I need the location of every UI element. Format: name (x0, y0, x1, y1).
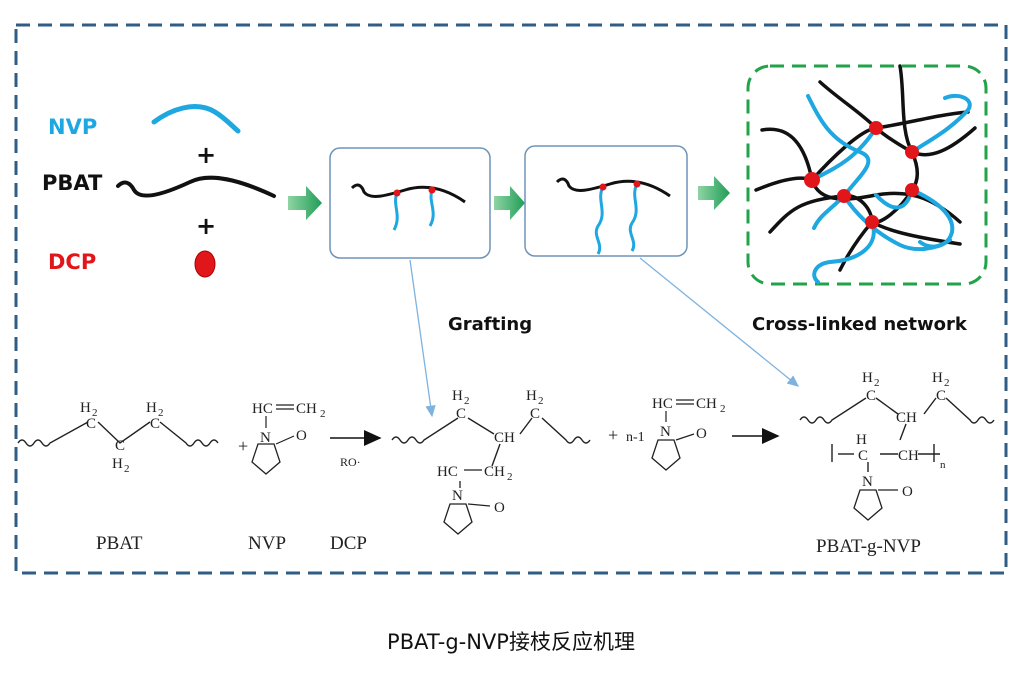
ro-radical-label: RO· (340, 455, 361, 469)
plus-sign-bottom: + (196, 212, 216, 240)
svg-text:H: H (856, 432, 867, 448)
svg-text:H: H (112, 456, 123, 472)
svg-text:CH: CH (484, 464, 505, 480)
intermediate-ring (443, 469, 491, 535)
svg-text:CH: CH (896, 410, 917, 426)
pointer-line-grafting (409, 259, 436, 418)
svg-text:CH: CH (898, 448, 919, 464)
figure-caption: PBAT-g-NVP接枝反应机理 (387, 630, 635, 654)
name-pbat: PBAT (96, 533, 143, 554)
svg-text:H: H (146, 400, 157, 416)
svg-text:n: n (940, 459, 946, 471)
svg-text:O: O (902, 484, 913, 500)
svg-text:CH: CH (296, 401, 317, 417)
grafted-intermediate (391, 417, 591, 467)
svg-text:O: O (696, 426, 707, 442)
svg-text:O: O (494, 500, 505, 516)
scheme-plus-1: + (238, 436, 248, 456)
svg-text:HC: HC (437, 464, 458, 480)
svg-text:N: N (862, 474, 873, 490)
svg-text:CH: CH (696, 396, 717, 412)
name-product: PBAT-g-NVP (816, 536, 921, 557)
green-arrow-3 (698, 176, 730, 210)
svg-text:2: 2 (874, 377, 880, 389)
svg-text:H: H (452, 388, 463, 404)
svg-text:2: 2 (320, 408, 326, 420)
crosslink-points (804, 121, 919, 229)
svg-text:2: 2 (538, 395, 544, 407)
svg-text:2: 2 (124, 463, 130, 475)
svg-text:CH: CH (494, 430, 515, 446)
svg-text:C: C (936, 388, 946, 404)
svg-text:2: 2 (158, 407, 164, 419)
svg-text:2: 2 (720, 403, 726, 415)
name-dcp: DCP (330, 533, 367, 554)
green-arrow-2 (494, 186, 525, 220)
dcp-dot-icon (194, 250, 216, 278)
network-label: Cross-linked network (752, 314, 968, 335)
svg-text:C: C (530, 406, 540, 422)
product-structure (799, 397, 995, 472)
svg-text:H: H (862, 370, 873, 386)
svg-text:H: H (932, 370, 943, 386)
svg-text:C: C (456, 406, 466, 422)
svg-text:H: H (80, 400, 91, 416)
svg-text:C: C (115, 438, 125, 454)
scheme-plus-2: + (608, 425, 618, 445)
name-nvp: NVP (248, 533, 286, 554)
pbat-chain-icon (116, 175, 276, 198)
pbat-structure (17, 421, 219, 447)
plus-sign-top: + (196, 141, 216, 169)
outer-dashed-frame (14, 23, 1008, 575)
svg-text:N: N (452, 488, 463, 504)
network-chains (754, 64, 977, 284)
svg-text:C: C (858, 448, 868, 464)
nvp-structure-2: HC CH 2 N O (651, 396, 726, 471)
n-minus-1-label: n-1 (626, 430, 645, 445)
svg-text:C: C (866, 388, 876, 404)
dcp-label: DCP (48, 250, 96, 274)
nvp-label: NVP (48, 115, 97, 139)
svg-text:C: C (86, 416, 96, 432)
svg-text:HC: HC (652, 396, 673, 412)
grafting-box-initial (329, 147, 491, 259)
nvp-chain-icon (151, 104, 241, 134)
svg-text:HC: HC (252, 401, 273, 417)
svg-text:N: N (260, 430, 271, 446)
svg-text:2: 2 (944, 377, 950, 389)
nvp-structure: HC CH 2 N O (251, 401, 326, 475)
crosslinked-network-box (746, 64, 988, 286)
grafting-box-grown (524, 145, 688, 257)
svg-text:O: O (296, 428, 307, 444)
product-ring (853, 489, 898, 521)
svg-text:2: 2 (507, 471, 513, 483)
svg-text:2: 2 (464, 395, 470, 407)
grafting-label: Grafting (448, 314, 532, 335)
svg-text:H: H (526, 388, 537, 404)
svg-text:2: 2 (92, 407, 98, 419)
pbat-label: PBAT (42, 171, 103, 195)
pointer-line-network (639, 257, 800, 387)
svg-text:C: C (150, 416, 160, 432)
green-arrow-1 (288, 186, 322, 220)
svg-text:N: N (660, 424, 671, 440)
